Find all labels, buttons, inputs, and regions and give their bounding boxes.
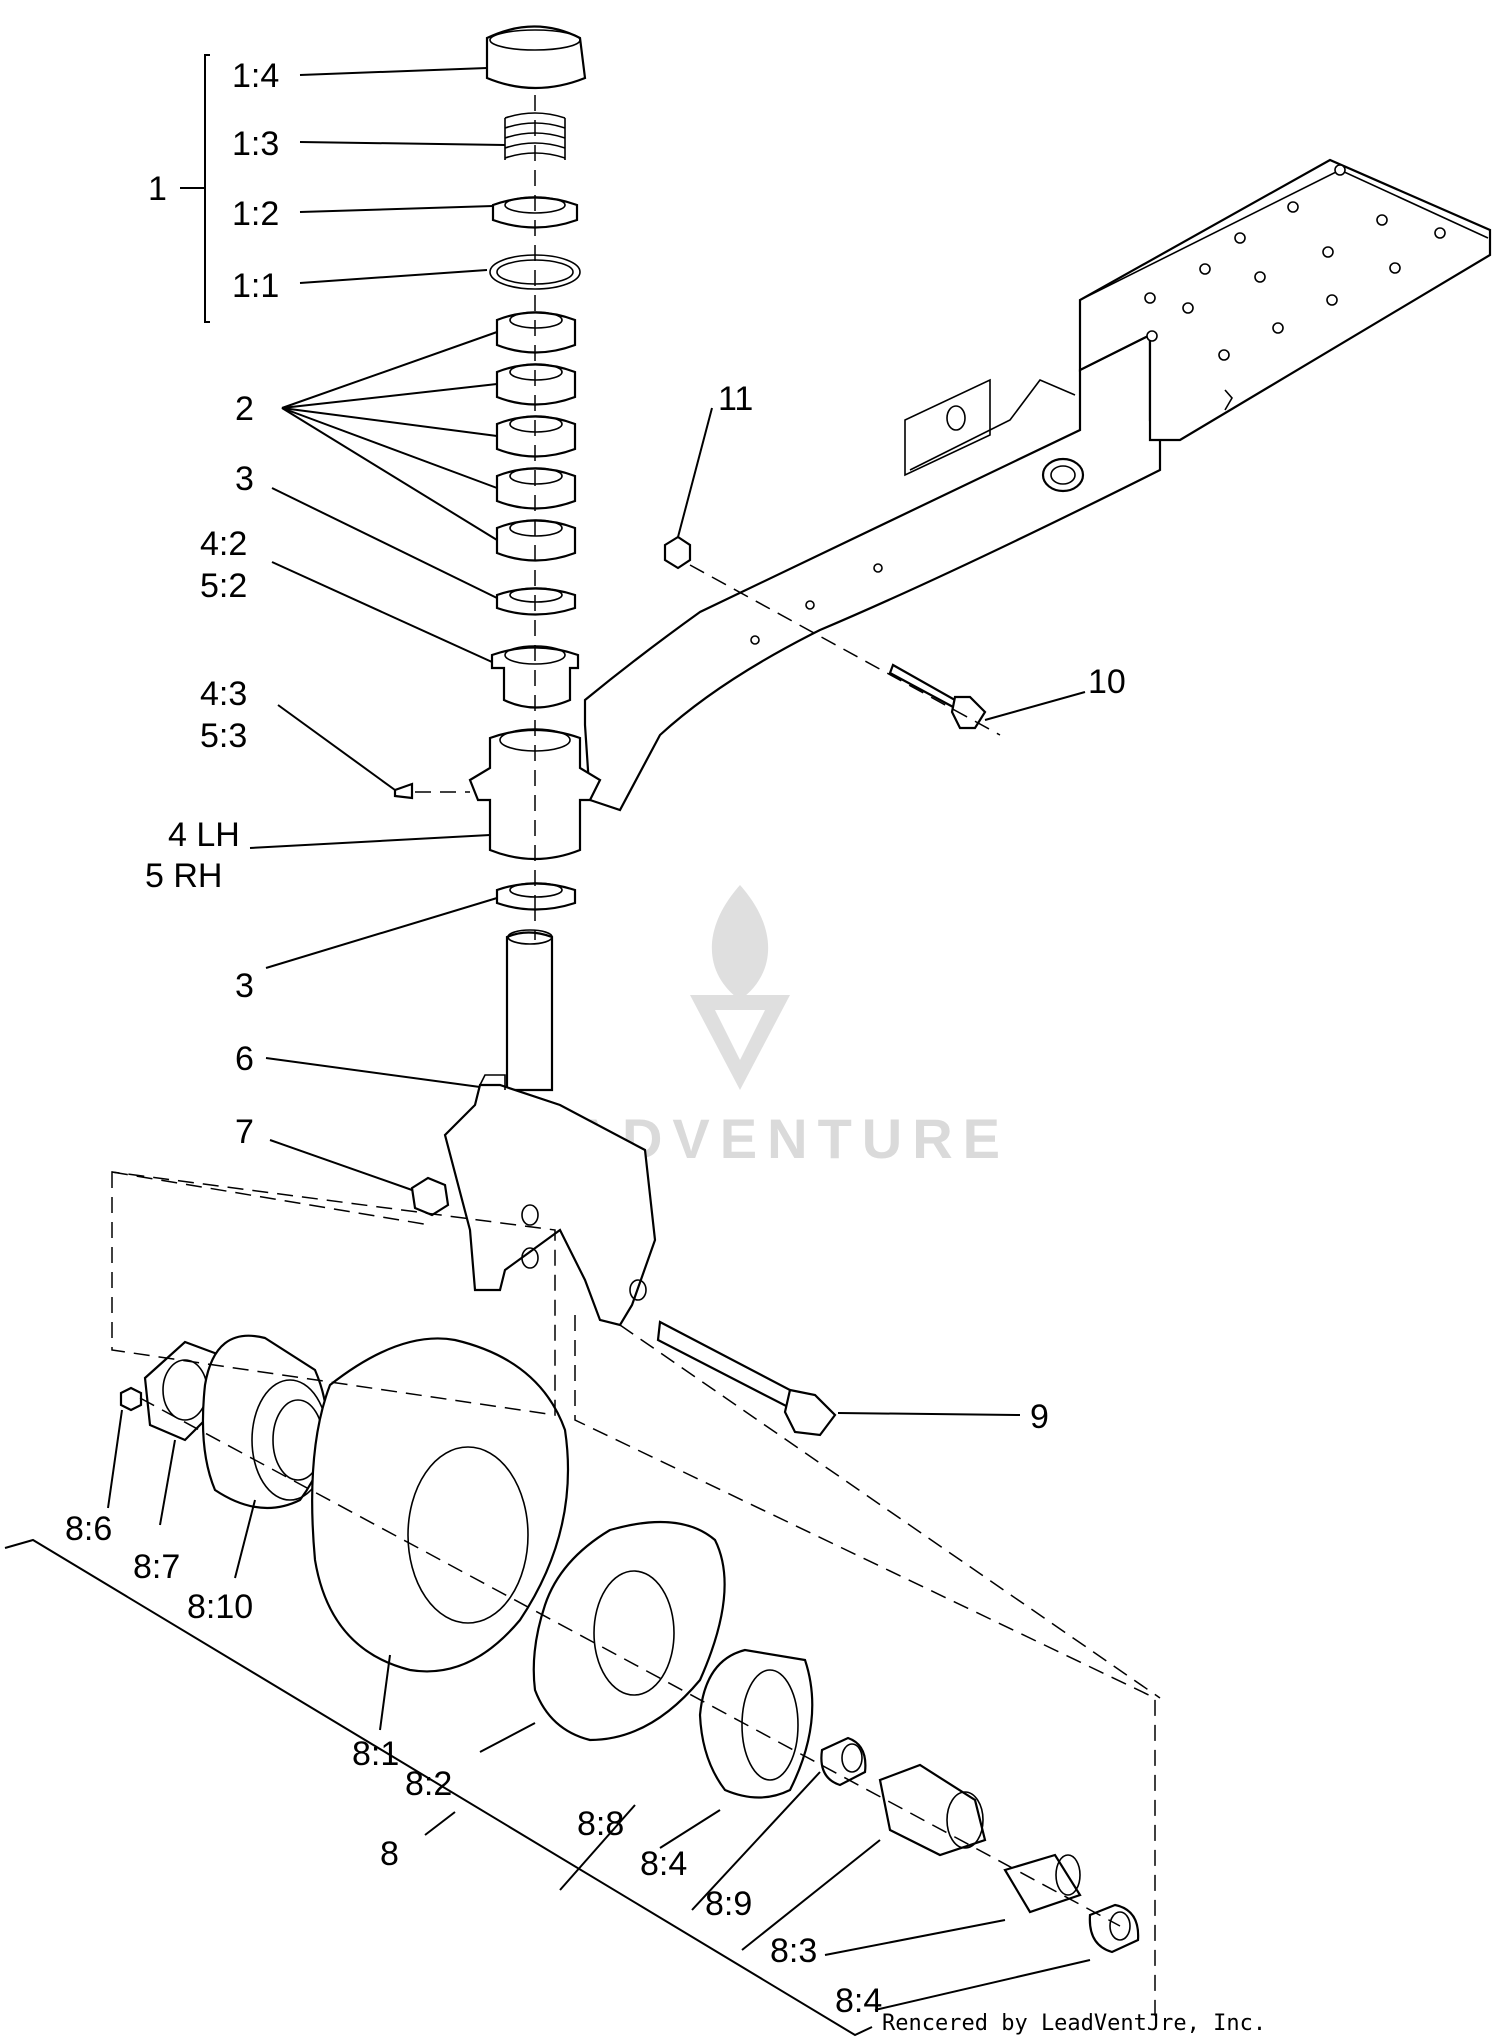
- callout-1: 1: [148, 170, 167, 208]
- callout-labels: 1:4 1:3 1:2 1:1 1 2 3 4:2 5:2 4:3 5:3 4 …: [65, 57, 1126, 2020]
- render-credit: Rencered by LeadVentJre, Inc.: [882, 2011, 1266, 2036]
- callout-8-7: 8:7: [133, 1548, 180, 1586]
- callout-9: 9: [1030, 1398, 1049, 1436]
- callout-11: 11: [718, 380, 753, 418]
- callout-8-4-second: 8:4: [835, 1982, 882, 2020]
- callout-4-2: 4:2: [200, 525, 247, 563]
- callout-3-lower: 3: [235, 967, 254, 1005]
- callout-8-8: 8:8: [577, 1805, 624, 1843]
- callout-1-3: 1:3: [232, 125, 279, 163]
- callout-7: 7: [235, 1113, 254, 1151]
- callout-8: 8: [380, 1835, 399, 1873]
- assembly-lines: [111, 95, 1161, 2020]
- callout-1-1: 1:1: [232, 267, 279, 305]
- callout-5-3: 5:3: [200, 717, 247, 755]
- v-logo-icon: [690, 995, 790, 1090]
- wheel-assembly: [119, 1334, 1140, 1954]
- callout-5-rh: 5 RH: [145, 857, 222, 895]
- callout-10: 10: [1088, 663, 1126, 701]
- callout-8-1: 8:1: [352, 1735, 399, 1773]
- callout-4-lh: 4 LH: [168, 816, 240, 854]
- caster-frame: [583, 158, 1492, 812]
- callout-8-10: 8:10: [187, 1588, 253, 1626]
- callout-1-4: 1:4: [232, 57, 279, 95]
- flame-icon: [711, 885, 769, 1000]
- callout-8-3: 8:3: [770, 1932, 817, 1970]
- callout-6: 6: [235, 1040, 254, 1078]
- callout-5-2: 5:2: [200, 567, 247, 605]
- callout-2: 2: [235, 390, 254, 428]
- callout-4-3: 4:3: [200, 675, 247, 713]
- callout-8-6: 8:6: [65, 1510, 112, 1548]
- frame-holes: [1144, 164, 1446, 361]
- callout-8-2: 8:2: [405, 1765, 452, 1803]
- caster-stack: [393, 25, 987, 1437]
- callout-1-2: 1:2: [232, 195, 279, 233]
- callout-8-4-first: 8:4: [640, 1845, 687, 1883]
- callout-8-9: 8:9: [705, 1885, 752, 1923]
- callout-3-upper: 3: [235, 460, 254, 498]
- leader-lines: [4, 54, 1091, 2037]
- spacer-stack: [495, 311, 577, 562]
